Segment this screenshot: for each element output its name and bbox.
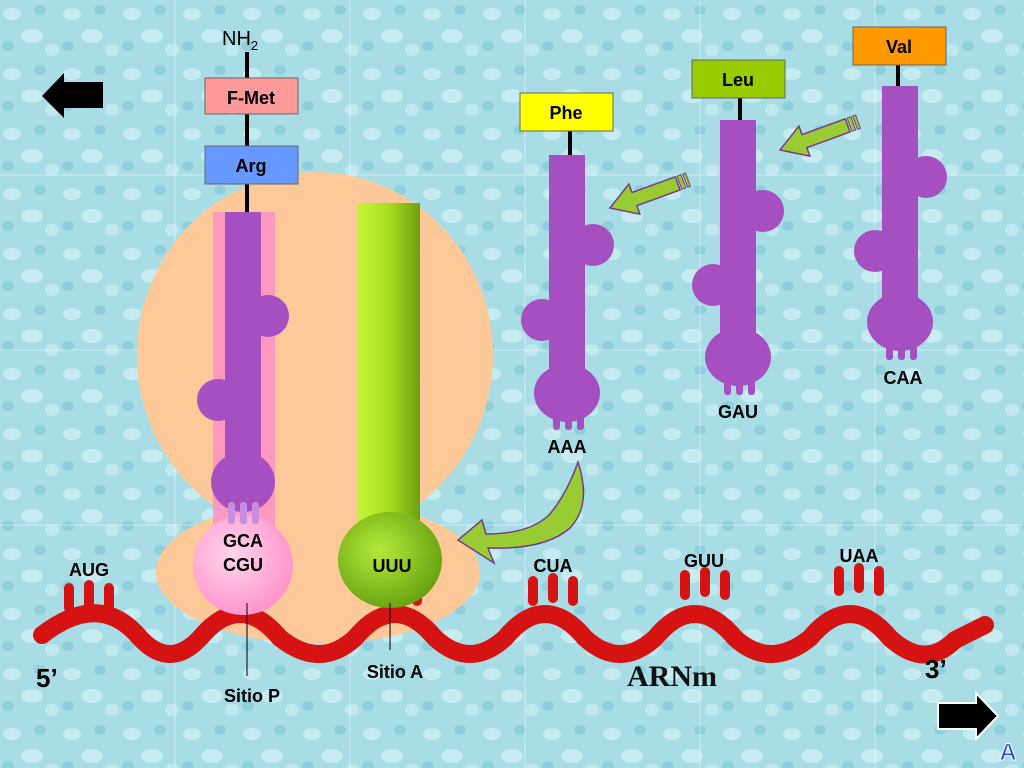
three-prime-label: 3’ — [925, 654, 947, 684]
five-prime-label: 5’ — [36, 663, 58, 693]
codon-2: CGU — [223, 555, 263, 575]
arrow-to-leu — [778, 114, 862, 158]
codon-3: UUU — [373, 556, 412, 576]
curved-arrow-to-a-site — [456, 459, 585, 565]
peptide-chain: F-Met Arg NH2 — [204, 28, 299, 212]
codon-4: CUA — [534, 556, 573, 576]
nh2-label: NH2 — [222, 28, 258, 53]
mrna-label: ARNm — [627, 660, 717, 693]
trna-phe: Phe — [519, 92, 614, 430]
site-a-label: Sitio A — [367, 662, 423, 682]
forward-arrow-icon — [937, 690, 1000, 742]
val-label: Val — [886, 37, 912, 57]
phe-label: Phe — [549, 103, 582, 123]
anticodon-val: CAA — [884, 368, 923, 388]
anticodon-leu: GAU — [718, 402, 758, 422]
trna-p-site — [193, 212, 293, 615]
logo-letter: A — [999, 739, 1016, 766]
arrow-to-phe — [608, 172, 692, 216]
trna-val: Val — [852, 26, 947, 360]
val-box — [852, 26, 947, 66]
fmet-box — [204, 77, 299, 115]
logo: A — [999, 739, 1017, 767]
leu-box — [691, 59, 786, 99]
codon-5: GUU — [684, 551, 724, 571]
p-site-anticodon-loop — [193, 515, 293, 615]
site-p-label: Sitio P — [224, 686, 280, 706]
fmet-label: F-Met — [227, 88, 275, 108]
codon-1: AUG — [69, 560, 109, 580]
arg-box — [204, 145, 299, 185]
movement-arrows — [456, 114, 862, 565]
mrna-backbone — [33, 604, 994, 664]
back-arrow-icon — [42, 73, 103, 118]
arg-label: Arg — [236, 156, 267, 176]
trna-a-site — [338, 203, 442, 608]
anticodon-phe: AAA — [548, 437, 587, 457]
phe-box — [519, 92, 614, 132]
trna-leu: Leu — [691, 59, 786, 395]
forward-arrow-button[interactable] — [937, 690, 1000, 742]
anticodon-p-site: GCA — [223, 531, 263, 551]
leu-label: Leu — [722, 70, 754, 90]
codon-6: UAA — [840, 546, 879, 566]
back-arrow-button[interactable] — [42, 73, 103, 118]
